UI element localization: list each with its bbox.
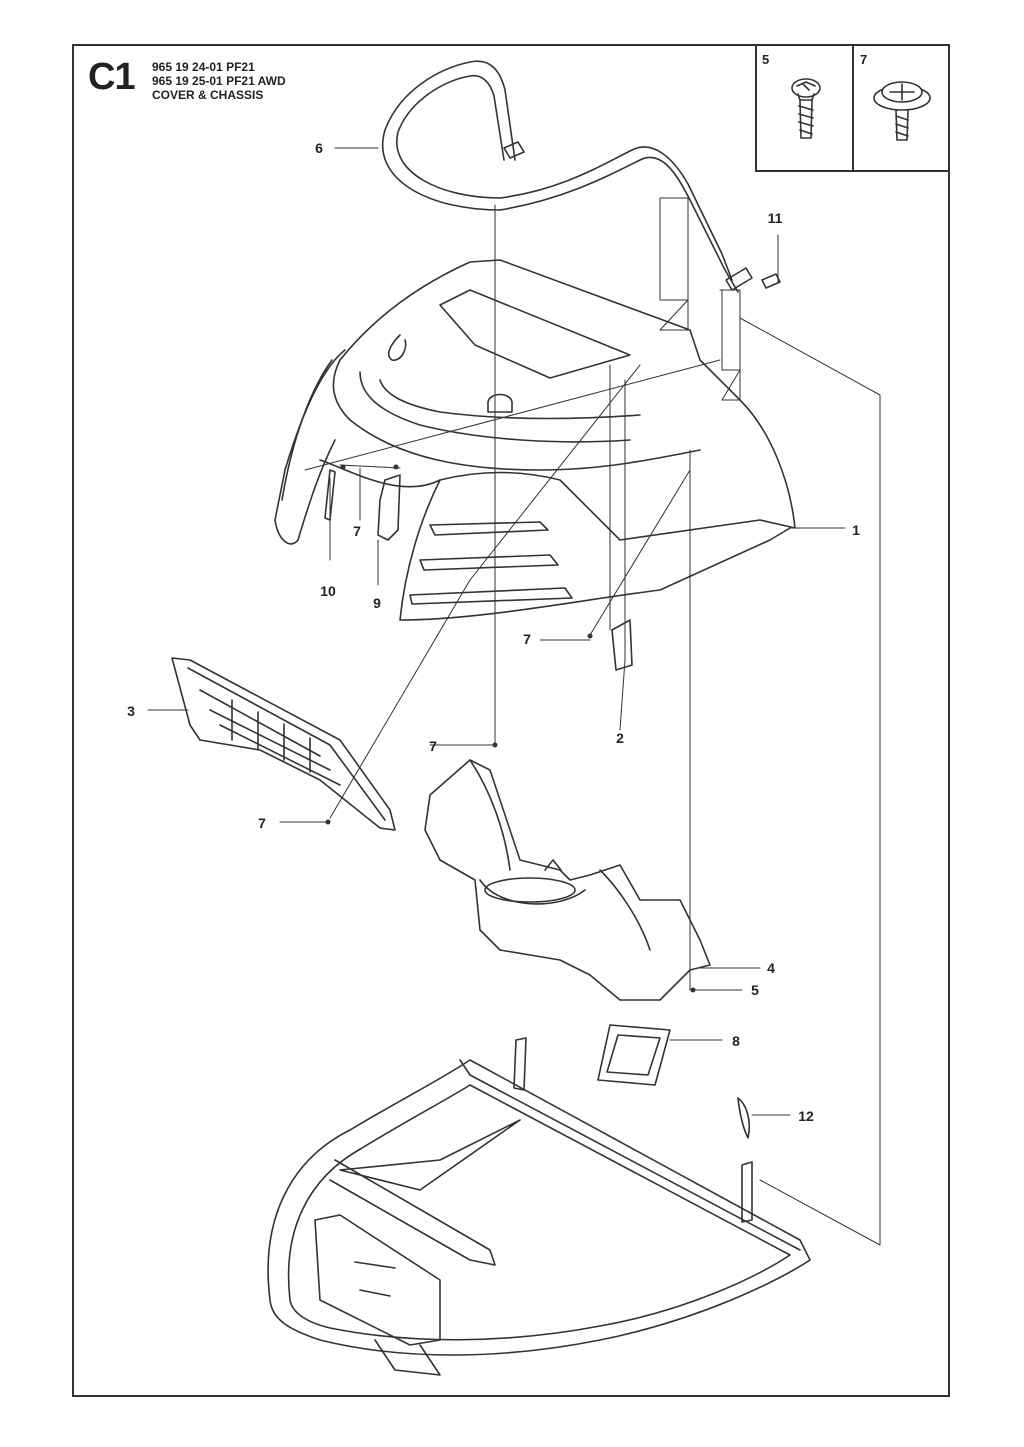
hinge-bracket — [324, 469, 401, 541]
callout-part-11[interactable]: 11 — [767, 210, 783, 226]
model-line-2: 965 19 25-01 PF21 AWD — [152, 74, 286, 88]
gasket — [597, 1024, 671, 1086]
callout-part-8[interactable]: 8 — [732, 1033, 740, 1049]
callout-part-6[interactable]: 6 — [315, 140, 323, 156]
main-cover — [274, 259, 796, 621]
callout-part-7-bracket[interactable]: 7 — [523, 631, 531, 647]
leader-dots — [325, 464, 696, 993]
inset-divider — [852, 44, 854, 172]
washer-head-screw-icon — [873, 81, 931, 141]
callout-part-9[interactable]: 9 — [373, 595, 381, 611]
sheet-code: C1 — [88, 56, 136, 98]
callout-part-7-cover[interactable]: 7 — [429, 738, 437, 754]
callout-part-7-grille[interactable]: 7 — [258, 815, 266, 831]
callout-part-1[interactable]: 1 — [852, 522, 860, 538]
callout-part-10[interactable]: 10 — [320, 583, 336, 599]
handle-bar — [382, 60, 781, 293]
section-title: COVER & CHASSIS — [152, 88, 264, 102]
callout-part-3[interactable]: 3 — [127, 703, 135, 719]
callout-part-7-hinge[interactable]: 7 — [353, 523, 361, 539]
inset-label-left: 5 — [762, 52, 770, 67]
model-line-1: 965 19 24-01 PF21 — [152, 60, 255, 74]
front-grille — [171, 657, 396, 831]
title-block: 965 19 24-01 PF21 965 19 25-01 PF21 AWD … — [152, 60, 286, 102]
inset-label-right: 7 — [860, 52, 868, 67]
screw-icon — [791, 78, 821, 139]
leader-lines — [147, 147, 881, 1246]
diagram-frame — [72, 44, 950, 1397]
seat-pan — [424, 759, 711, 1001]
callout-part-4[interactable]: 4 — [767, 960, 775, 976]
callout-part-5[interactable]: 5 — [751, 982, 759, 998]
callout-part-12[interactable]: 12 — [798, 1108, 814, 1124]
chassis-frame — [267, 1037, 811, 1376]
side-bracket — [611, 619, 633, 671]
callout-part-2[interactable]: 2 — [616, 730, 624, 746]
